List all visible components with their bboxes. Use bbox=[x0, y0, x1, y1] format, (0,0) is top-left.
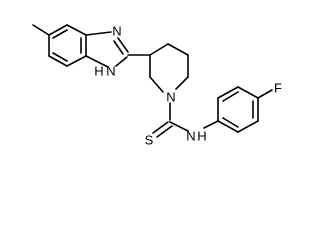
bond-imid-1 bbox=[85, 31, 112, 36]
bond-nh-ph bbox=[203, 120, 219, 129]
bond-methyl bbox=[32, 24, 50, 36]
bond-benz-1-inner bbox=[52, 29, 68, 39]
atom-h-amide: H bbox=[197, 129, 206, 144]
atom-n-piperidine: N bbox=[166, 90, 175, 105]
bond-imid-4 bbox=[85, 55, 109, 68]
bond-ph-2-inner bbox=[222, 91, 239, 102]
bond-ph-3 bbox=[237, 86, 259, 99]
bond-c-f bbox=[257, 89, 273, 99]
bond-pip-4 bbox=[175, 76, 189, 90]
bond-benz-4 bbox=[66, 55, 87, 67]
bond-imid-2 bbox=[117, 37, 129, 53]
bond-imid-3 bbox=[115, 56, 128, 67]
bond-ph-6-inner bbox=[222, 117, 239, 128]
atom-n-imidazole-top: N bbox=[112, 24, 121, 39]
structure-svg: N N H N S N H F bbox=[32, 24, 282, 148]
bond-ph-2 bbox=[217, 86, 239, 99]
atom-n-imidazole-bottom: N bbox=[106, 64, 115, 79]
bond-imid-2-double bbox=[113, 40, 124, 55]
bond-ph-5 bbox=[237, 120, 259, 133]
molecule-diagram: N N H N S N H F bbox=[32, 24, 282, 148]
bonds bbox=[32, 24, 273, 138]
bond-ph-6 bbox=[217, 120, 239, 133]
bond-benz-2 bbox=[66, 24, 87, 36]
bond-c-s-2 bbox=[156, 125, 173, 138]
bond-benz-5 bbox=[48, 55, 68, 67]
bond-pip-2 bbox=[167, 43, 189, 56]
bond-pip-5 bbox=[149, 76, 164, 93]
atom-f: F bbox=[274, 81, 282, 96]
bond-c-s-1 bbox=[152, 121, 169, 134]
bond-c-nh bbox=[169, 121, 189, 132]
atom-h-imidazole: H bbox=[94, 64, 103, 79]
atom-s-thione: S bbox=[145, 133, 154, 148]
atom-labels: N N H N S N H F bbox=[94, 24, 282, 148]
bond-benz-5-inner bbox=[52, 52, 68, 62]
bond-pip-1 bbox=[149, 43, 169, 56]
bond-benz-1 bbox=[48, 24, 68, 36]
atom-n-amide: N bbox=[186, 129, 195, 144]
